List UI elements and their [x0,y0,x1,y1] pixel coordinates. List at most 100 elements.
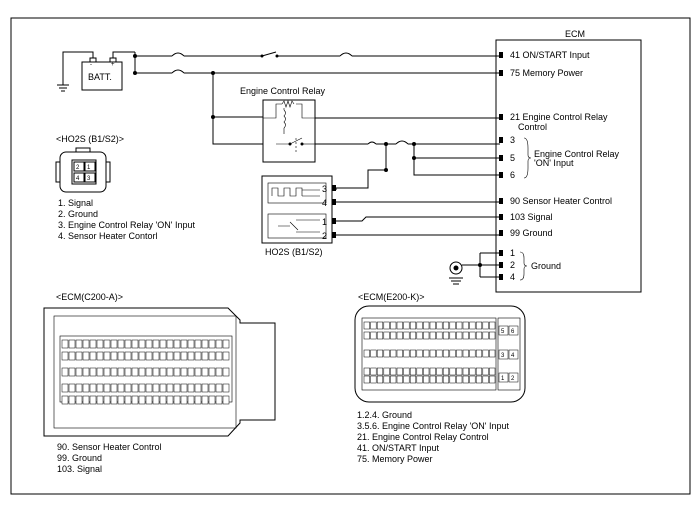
connector-pin-cell [409,331,417,340]
connector-pin-cell [173,395,181,405]
ho2s-pin-4: 4 [76,176,80,182]
e200k-pin-1: 1 [501,376,505,382]
connector-pin-cell [152,367,160,377]
connector-pin-cell [363,321,370,330]
connector-pin-cell [180,367,188,377]
connector-pin-cell [469,321,476,330]
connector-pin-cell [436,349,443,358]
relay-output-wires [315,140,500,189]
outer-frame [10,17,691,495]
connector-pin-cell [475,375,483,384]
connector-pin-cell [68,367,76,377]
connector-pin-cell [96,339,104,349]
connector-pin-cell [423,367,430,376]
sensor-pin-3: 3 [322,184,327,194]
connector-pin-cell [180,351,188,361]
connector-pin-cell [370,349,377,358]
connector-pin-cell [145,339,153,349]
connector-pin-cell [201,367,209,377]
connector-pin-cell [89,367,97,377]
connector-pin-cell [370,331,377,340]
connector-pin-cell [166,383,174,393]
connector-pin-cell [376,331,384,340]
connector-pin-cell [124,383,132,393]
connector-pin-cell [436,367,443,376]
connector-pin-cell [138,339,146,349]
connector-pin-cell [68,383,76,393]
brace-ground [519,251,528,281]
connector-pin-cell [396,367,403,376]
connector-pin-cell [396,375,403,384]
e200k-title: <ECM(E200-K)> [358,292,425,302]
connector-pin-cell [75,395,83,405]
connector-pin-cell [489,331,496,340]
connector-pin-cell [462,321,469,330]
connector-pin-cell [89,351,97,361]
connector-pin-cell [131,339,139,349]
ho2s-pin-2: 2 [76,165,80,171]
connector-pin-cell [383,375,390,384]
connector-pin-cell [173,367,181,377]
connector-pin-cell [103,339,111,349]
signal-wire [336,216,500,222]
connector-pin-cell [124,351,132,361]
connector-pin-cell [403,367,410,376]
connector-pin-cell [489,321,496,330]
connector-pin-cell [103,351,111,361]
connector-pin-cell [222,395,230,405]
c200a-connector [43,307,276,437]
connector-pin-cell [159,383,167,393]
connector-pin-cell [390,331,397,340]
ecm-pin-41: 41 ON/START Input [510,50,590,60]
connector-pin-cell [482,349,489,358]
connector-pin-cell [96,351,104,361]
connector-pin-cell [363,349,370,358]
e200k-legend-2: 3.5.6. Engine Control Relay 'ON' Input [357,421,510,431]
connector-pin-cell [469,367,476,376]
connector-pin-cell [215,395,223,405]
e200k-pin-5: 5 [501,329,505,335]
battery-ground-wire [62,51,94,85]
connector-pin-cell [166,395,174,405]
connector-pin-cell [222,339,230,349]
connector-pin-cell [208,383,216,393]
connector-pin-cell [208,367,216,377]
connector-pin-cell [390,375,397,384]
ecm-pin-5: 5 [510,153,515,163]
e200k-connector [354,305,526,403]
connector-pin-cell [456,331,463,340]
connector-pin-cell [416,367,423,376]
connector-pin-cell [201,395,209,405]
connector-pin-cell [131,351,139,361]
connector-pin-cell [390,349,397,358]
ho2s-internals [267,182,327,239]
ecm-pin-90: 90 Sensor Heater Control [510,196,612,206]
connector-pin-cell [110,339,118,349]
connector-pin-cell [222,351,230,361]
connector-pin-cell [215,383,223,393]
connector-pin-cell [173,383,181,393]
connector-pin-cell [416,375,423,384]
ecm-pin-99: 99 Ground [510,228,553,238]
connector-pin-cell [436,375,443,384]
connector-pin-cell [462,375,469,384]
connector-pin-cell [482,375,489,384]
connector-pin-cell [61,383,69,393]
svg-text:+: + [111,62,115,68]
connector-pin-cell [180,395,188,405]
connector-pin-cell [475,367,483,376]
connector-pin-cell [96,395,104,405]
connector-pin-cell [215,351,223,361]
connector-pin-cell [403,331,410,340]
connector-pin-cell [96,383,104,393]
connector-pin-cell [469,331,476,340]
connector-pin-cell [82,367,90,377]
connector-pin-cell [363,375,370,384]
relay-label: Engine Control Relay [240,86,326,96]
connector-pin-cell [482,331,489,340]
connector-pin-cell [456,375,463,384]
ho2s-connector-face [55,147,111,193]
connector-pin-cell [409,349,417,358]
connector-pin-cell [187,383,195,393]
